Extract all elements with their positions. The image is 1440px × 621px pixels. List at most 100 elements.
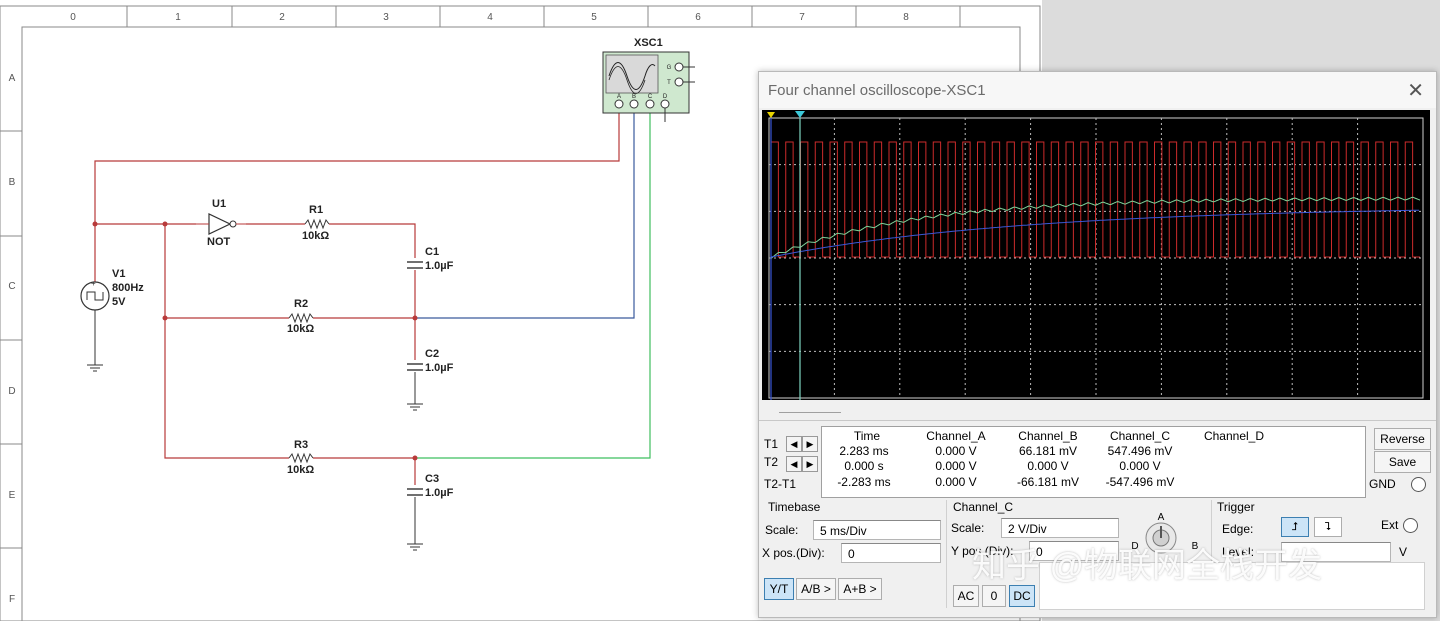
v1-freq: 800Hz [112,282,144,294]
coupling-dc-button[interactable]: DC [1009,585,1035,607]
ruler-col-8: 8 [903,12,909,23]
pin-a-label: A [617,94,621,100]
trace-channel-a [770,141,1420,258]
t1-left-arrow-icon[interactable]: ◀ [786,436,802,452]
capacitor-c1[interactable] [407,261,423,269]
gnd-label: GND [1369,477,1396,491]
trigger-title: Trigger [1217,500,1255,514]
ground-icon [407,543,423,551]
t1-right-arrow-icon[interactable]: ▶ [802,436,818,452]
gate-u1[interactable] [196,213,246,235]
trigger-panel-divider [1211,500,1212,608]
ruler-col-5: 5 [591,12,597,23]
oscilloscope-xsc1[interactable] [602,51,695,122]
trigger-rising-edge-icon[interactable]: ⮥ [1281,517,1309,537]
t1-time: 2.283 ms [839,444,889,458]
timebase-xpos-input[interactable]: 0 [841,543,941,563]
mode-a-plus-b-button[interactable]: A+B > [838,578,882,600]
trigger-edge-label: Edge: [1222,522,1254,536]
header-channel-c: Channel_C [1109,429,1171,443]
r2-name: R2 [294,298,308,310]
ruler-col-2: 2 [279,12,285,23]
coupling-ac-button[interactable]: AC [953,585,979,607]
channel-selector-knob[interactable]: A B D [1119,504,1209,564]
oscilloscope-window[interactable]: Four channel oscilloscope-XSC1 ✕ T1 T2 T… [758,71,1437,618]
trigger-ext-label: Ext [1381,518,1399,532]
pin-c-label: C [648,94,653,100]
trigger-mode-area [1039,562,1425,610]
knob-label-a: A [1158,512,1165,523]
t1-channel-a: 0.000 V [935,444,977,458]
u1-type: NOT [207,236,231,248]
save-button[interactable]: Save [1374,451,1431,473]
v1-name: V1 [112,268,125,280]
knob-label-b: B [1192,541,1199,552]
coupling-zero-button[interactable]: 0 [982,585,1006,607]
timebase-xpos-label: X pos.(Div): [762,546,825,560]
trace-channel-b [770,209,1420,258]
ruler-row-b: B [9,177,16,188]
ruler-col-7: 7 [799,12,805,23]
channel-title: Channel_C [953,500,1014,514]
cursor-t1-marker[interactable] [795,111,805,118]
reverse-button[interactable]: Reverse [1374,428,1431,450]
capacitor-c3[interactable] [407,488,423,496]
header-time: Time [853,429,881,443]
wire-green [415,107,651,459]
u1-name: U1 [212,198,226,210]
watermark-text: 知乎 @物联网全栈开发 [972,547,1322,585]
t2-channel-a: 0.000 V [935,459,977,473]
diff-channel-a: 0.000 V [935,475,977,489]
channel-scale-label: Scale: [951,521,985,535]
source-v1[interactable]: + [80,279,110,311]
close-icon[interactable]: ✕ [1407,80,1424,102]
resistor-r1[interactable] [304,218,330,230]
capacitor-c2[interactable] [407,363,423,371]
ruler-row-f: F [9,594,15,605]
ruler-row-e: E [9,490,16,501]
t1-channel-b: 66.181 mV [1018,444,1078,458]
pin-g-label: G [667,65,672,71]
ruler-col-6: 6 [695,12,701,23]
wire-ground [94,309,416,544]
ruler-row-d: D [8,386,15,397]
trigger-level-unit: V [1399,545,1408,559]
mode-ab-button[interactable]: A/B > [796,578,836,600]
splitter[interactable] [779,412,841,413]
window-titlebar[interactable]: Four channel oscilloscope-XSC1 ✕ [759,72,1436,108]
timebase-scale-label: Scale: [765,523,799,537]
r1-name: R1 [309,204,323,216]
oscilloscope-screen[interactable] [762,110,1430,400]
trace-channel-c [770,196,1421,259]
timebase-scale-input[interactable]: 5 ms/Div [813,520,941,540]
t2-left-arrow-icon[interactable]: ◀ [786,456,802,472]
channel-ypos-input[interactable]: 0 [1029,541,1119,561]
ruler-top [0,6,961,549]
t2-channel-c: 0.000 V [1119,459,1161,473]
cursor-t2-marker[interactable] [767,112,775,118]
header-channel-d: Channel_D [1203,429,1265,443]
channel-scale-input[interactable]: 2 V/Div [1001,518,1119,538]
window-title: Four channel oscilloscope-XSC1 [768,82,986,99]
t2-channel-b: 0.000 V [1027,459,1069,473]
v1-volt: 5V [112,296,126,308]
mode-yt-button[interactable]: Y/T [764,578,794,600]
trigger-level-input[interactable] [1281,542,1391,562]
channel-panel-divider [946,500,947,608]
ground-icon [407,403,423,411]
pin-t-label: T [667,80,671,86]
xsc1-label: XSC1 [634,37,663,49]
ruler-col-4: 4 [487,12,493,23]
resistor-r2[interactable] [288,312,314,324]
trigger-level-label: Level: [1222,545,1255,559]
ruler-col-0: 0 [70,12,76,23]
resistor-r3[interactable] [288,452,314,464]
trigger-ext-radio[interactable] [1403,518,1418,533]
trigger-falling-edge-icon[interactable]: ⮧ [1314,517,1342,537]
c1-value: 1.0µF [425,260,454,272]
ruler-col-1: 1 [175,12,181,23]
gnd-radio[interactable] [1411,477,1426,492]
t2-right-arrow-icon[interactable]: ▶ [802,456,818,472]
channel-ypos-label: Y pos.(Div): [951,544,1014,558]
c3-name: C3 [425,473,439,485]
